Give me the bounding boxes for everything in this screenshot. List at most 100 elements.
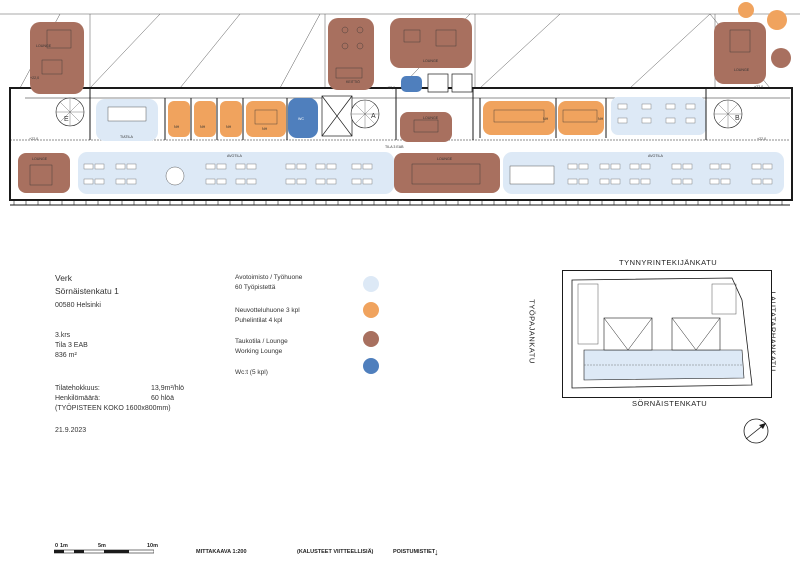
efficiency-label: Tilatehokkuus: <box>55 385 100 392</box>
desk <box>326 163 337 170</box>
desk <box>629 163 640 170</box>
desk <box>126 163 137 170</box>
legend-meeting-line1: Neuvotteluhuone 3 kpl <box>235 307 300 314</box>
wc-zones <box>288 76 422 138</box>
nh-label: NH <box>543 117 549 121</box>
stair-b-label: B <box>735 115 740 122</box>
avotila-label: AVOTILA <box>227 154 243 158</box>
legend-meeting-swatch <box>363 302 379 318</box>
desk <box>94 163 105 170</box>
legend-wc-swatch <box>363 358 379 374</box>
area-value: 836 m² <box>55 352 77 359</box>
desk <box>362 178 373 185</box>
location-map <box>562 270 772 398</box>
desk <box>599 163 610 170</box>
space-label: Tila 3 EAB <box>55 342 88 349</box>
desk <box>296 163 307 170</box>
desk <box>83 163 94 170</box>
desk <box>751 163 762 170</box>
scale-tick: 1m <box>60 543 68 549</box>
window-marks <box>13 200 783 205</box>
nh-label: NH <box>174 125 180 129</box>
company-name: Verk <box>55 273 73 283</box>
desk <box>326 178 337 185</box>
street-address: Sörnäistenkatu 1 <box>55 286 119 296</box>
desk <box>751 178 762 185</box>
desk <box>351 163 362 170</box>
desk <box>235 178 246 185</box>
lounge-label: LOUNGE <box>734 68 750 72</box>
desk <box>762 163 773 170</box>
desk <box>682 178 693 185</box>
lounge-label: LOUNGE <box>437 157 453 161</box>
floor-label: 3.krs <box>55 332 71 339</box>
street-north: TYNNYRINTEKIJÄNKATU <box>619 258 718 267</box>
building-walls <box>9 87 793 206</box>
date: 21.9.2023 <box>55 427 87 434</box>
desk <box>720 163 731 170</box>
desk <box>285 178 296 185</box>
legend-wc-line1: Wc:t (5 kpl) <box>235 369 268 376</box>
desk <box>246 178 257 185</box>
legend-lounge-line2: Working Lounge <box>235 348 283 355</box>
desk <box>599 178 610 185</box>
legend-lounge-swatch <box>363 331 379 347</box>
desk <box>115 163 126 170</box>
kitchen-label: KEITTIÖ <box>346 80 360 84</box>
stair-e-label: E <box>64 116 69 123</box>
desk <box>685 117 696 124</box>
nh-label: NH <box>200 125 206 129</box>
desk <box>235 163 246 170</box>
level-label: +22,0 <box>386 86 395 90</box>
north-arrow-icon <box>743 418 769 444</box>
desk <box>578 178 589 185</box>
street-south: SÖRNÄISTENKATU <box>632 399 708 408</box>
desk <box>126 178 137 185</box>
street-west: TYÖPAJANKATU <box>527 299 537 364</box>
desk <box>610 178 621 185</box>
desk <box>205 163 216 170</box>
stair-a-label: A <box>371 113 376 120</box>
desk <box>216 163 227 170</box>
desk <box>315 163 326 170</box>
desk <box>629 178 640 185</box>
scale-tick: 10m <box>147 543 159 549</box>
desk <box>578 163 589 170</box>
desk <box>671 178 682 185</box>
legend-open-office-line2: 60 Työpistettä <box>235 284 276 291</box>
level-label: +22,0 <box>29 137 38 141</box>
wc-label: WC <box>298 117 304 121</box>
efficiency-value: 13,9m²/hlö <box>151 385 185 392</box>
people-label: Henkilömäärä: <box>55 395 101 402</box>
desk <box>762 178 773 185</box>
desk <box>641 117 652 124</box>
desk <box>216 178 227 185</box>
workstation-desks <box>83 103 773 185</box>
desk-size-note: (TYÖPISTEEN KOKO 1600x800mm) <box>55 405 171 412</box>
nh-label: NH <box>262 127 268 131</box>
legend-meeting-line2: Puhelintilat 4 kpl <box>235 317 283 324</box>
desk <box>83 178 94 185</box>
people-value: 60 hlöä <box>151 395 174 402</box>
desk <box>567 178 578 185</box>
furniture-note: (KALUSTEET VIITTEELLISIÄ) <box>297 549 374 555</box>
exit-arrow-icon: ↓ <box>434 547 439 557</box>
desk <box>610 163 621 170</box>
lounge-label: LOUNGE <box>36 44 52 48</box>
lounge-label: LOUNGE <box>423 59 439 63</box>
building-core <box>321 73 473 137</box>
scale-tick: 0 <box>55 543 59 549</box>
scale-ratio: MITTAKAAVA 1:200 <box>196 549 247 555</box>
desk <box>246 163 257 170</box>
desk <box>682 163 693 170</box>
desk <box>641 103 652 110</box>
desk <box>617 103 628 110</box>
desk <box>640 178 651 185</box>
exit-routes-label: POISTUMISTIET <box>393 549 436 555</box>
desk <box>720 178 731 185</box>
plan-text: LOUNGE LOUNGE LOUNGE LOUNGE LOUNGE LOUNG… <box>29 44 766 161</box>
postal-address: 00580 Helsinki <box>55 302 101 309</box>
desk <box>665 117 676 124</box>
furniture <box>29 26 751 186</box>
desk <box>617 117 628 124</box>
